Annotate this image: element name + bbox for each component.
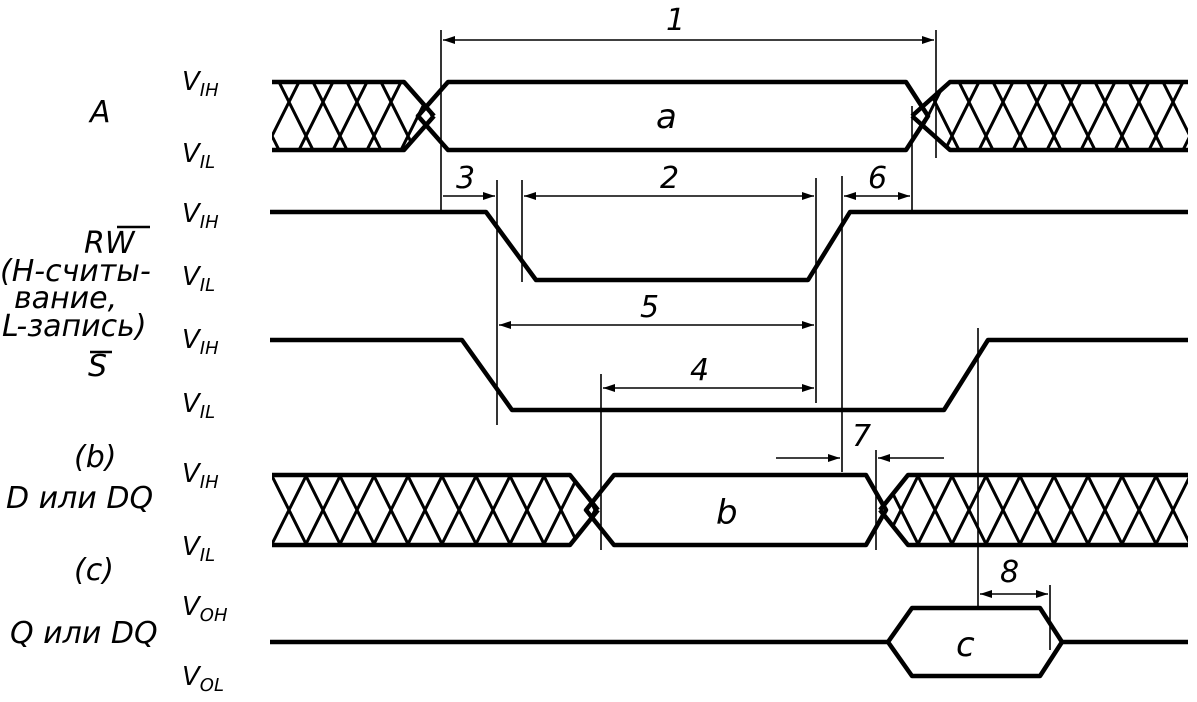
waveform-q: c [270, 605, 1188, 679]
hatch-d-right [880, 475, 1188, 545]
signal-d-label: D или DQ [6, 481, 153, 516]
level-a-vil: VIL [182, 139, 215, 173]
a-window-label: a [656, 97, 677, 137]
a-right-bottom [910, 114, 1188, 153]
level-q-voh: VOH [182, 592, 228, 626]
hatch-a-left [272, 82, 434, 150]
signal-rw-note-2: вание, [14, 281, 117, 316]
signal-rw-note-1: (Н-считы- [0, 254, 151, 289]
waveform-a: a [272, 79, 1188, 153]
level-d-vil: VIL [182, 532, 215, 566]
waveform-s [270, 337, 1188, 413]
signal-d-tag: (b) [74, 440, 116, 475]
level-rw-vih: VIH [182, 199, 219, 233]
q-valid-window [885, 605, 1065, 679]
signal-q-label: Q или DQ [10, 616, 158, 651]
timing-ticks [440, 30, 1051, 650]
waveform-d: b [272, 472, 1188, 548]
a-left-top [272, 79, 436, 118]
signal-s-label: S [88, 349, 107, 384]
d-right-top [878, 472, 1188, 512]
interval-2-label: 2 [660, 161, 679, 196]
d-window-label: b [716, 493, 738, 533]
interval-8-label: 8 [1000, 555, 1019, 590]
hatch-d-left [272, 475, 598, 545]
signal-rw-label: RW [84, 226, 136, 261]
a-right-top [910, 79, 1188, 118]
q-window-label: c [956, 625, 975, 665]
level-s-vil: VIL [182, 389, 215, 423]
level-q-vol: VOL [182, 662, 224, 696]
signal-q-tag: (c) [74, 553, 114, 588]
interval-5-label: 5 [640, 290, 659, 325]
d-left-top [272, 472, 600, 512]
level-s-vih: VIH [182, 325, 219, 359]
interval-1-label: 1 [666, 3, 685, 38]
signal-rw-note-3: L-запись) [2, 309, 147, 344]
hatch-a-right [912, 82, 1188, 150]
level-a-vih: VIH [182, 67, 219, 101]
interval-7-label: 7 [852, 419, 871, 454]
interval-4-label: 4 [690, 353, 709, 388]
level-d-vih: VIH [182, 459, 219, 493]
interval-6-label: 6 [868, 161, 887, 196]
interval-3-label: 3 [456, 161, 475, 196]
level-rw-vil: VIL [182, 262, 215, 296]
waveform-rw [270, 209, 1188, 283]
interval-arrows [443, 36, 1048, 598]
d-left-bottom [272, 508, 600, 548]
a-left-bottom [272, 114, 436, 153]
signal-a-label: A [88, 95, 111, 130]
d-right-bottom [878, 508, 1188, 548]
